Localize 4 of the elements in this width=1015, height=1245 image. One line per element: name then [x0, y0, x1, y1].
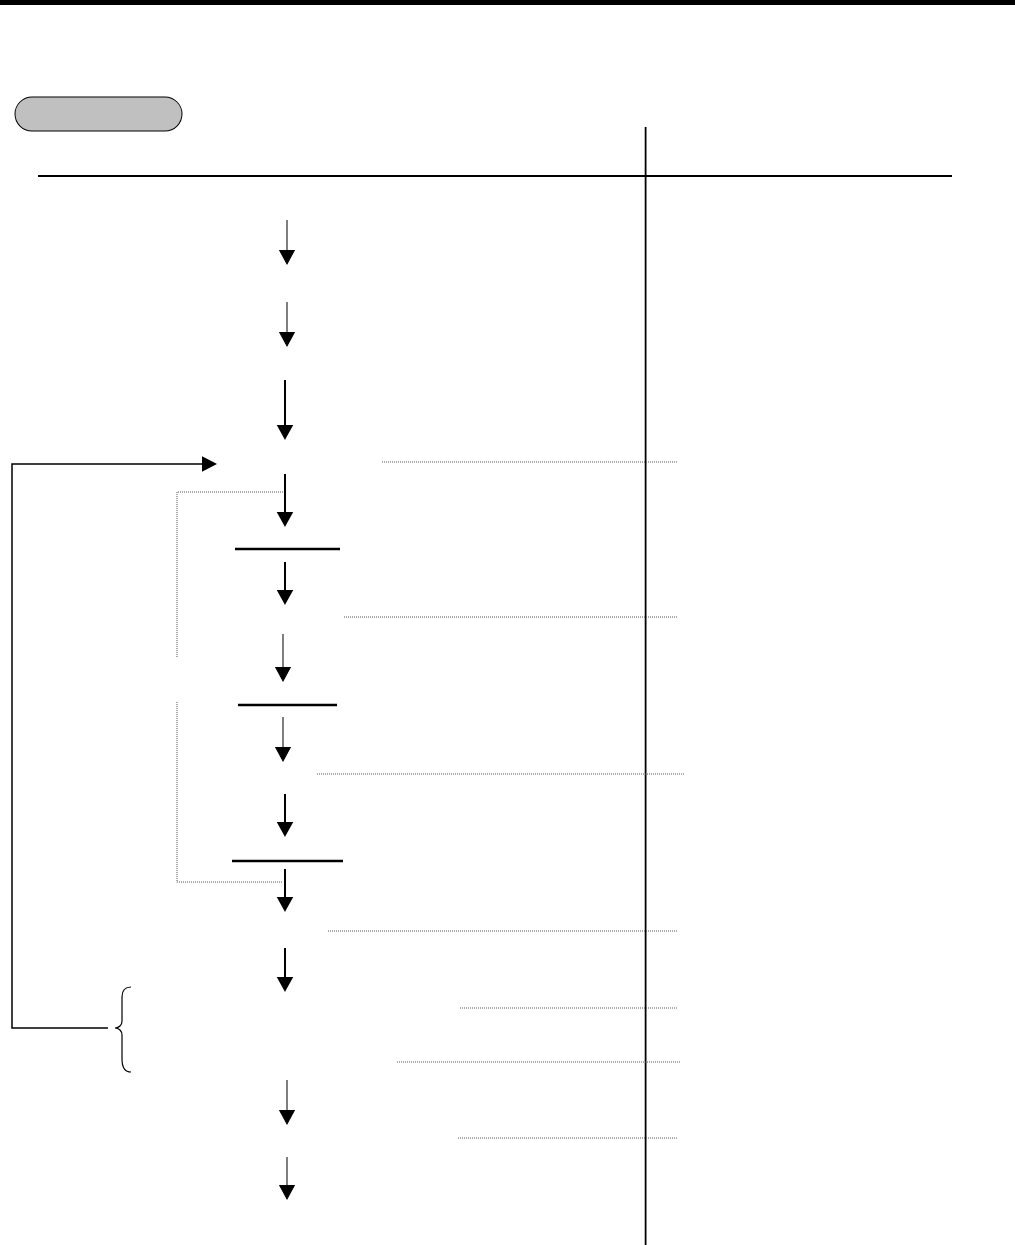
separator-bar: [238, 703, 337, 707]
separator-bar: [235, 547, 340, 551]
separator-bar: [232, 859, 343, 863]
pill-box: [14, 96, 183, 132]
